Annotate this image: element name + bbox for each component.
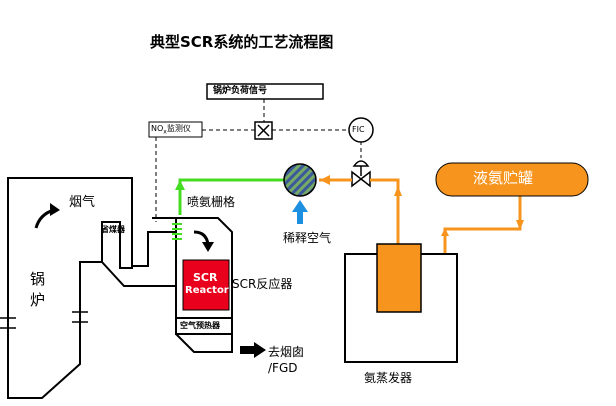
to-fgd-arrow-head xyxy=(254,342,266,358)
reactor-flow-arrow-head xyxy=(202,242,214,252)
dilution-air-arrow xyxy=(292,200,308,224)
ammonia-grid-label: 喷氨栅格 xyxy=(187,195,236,209)
economizer-label: 省煤器 xyxy=(101,225,125,234)
nox-meter-label: NOx监测仪 xyxy=(151,124,191,136)
valve-actuator xyxy=(352,160,370,167)
multiplier-x xyxy=(257,124,270,137)
ammonia-injection-grid xyxy=(172,223,182,240)
reactor-label-line2: Reactor xyxy=(185,285,229,296)
reactor-label-line1: SCR xyxy=(193,271,218,284)
flue-duct xyxy=(101,222,177,287)
evaporator-label: 氨蒸发器 xyxy=(364,371,413,385)
fic-label: FIC xyxy=(352,125,365,134)
to-fgd-label-line1: 去烟囱 xyxy=(268,345,305,359)
scr-reactor-caption: SCR反应器 xyxy=(232,277,293,291)
load-signal-label: 锅炉负荷信号 xyxy=(213,86,268,96)
flue-gas-label: 烟气 xyxy=(69,195,96,210)
flue-gas-arrow-head xyxy=(50,203,60,216)
page-title: 典型SCR系统的工艺流程图 xyxy=(150,33,334,51)
boiler-label-line1: 锅 xyxy=(30,270,46,288)
to-fgd-arrow-shaft xyxy=(240,346,254,354)
to-fgd-label-line2: /FGD xyxy=(268,361,298,375)
boiler-shell xyxy=(7,177,133,399)
scr-reactor xyxy=(182,259,230,311)
diluted-ammonia-arrowhead xyxy=(175,180,185,190)
ammonia-storage-tank xyxy=(435,162,589,197)
load-signal-box xyxy=(206,83,324,100)
signal-lines xyxy=(155,99,362,222)
air-preheater-label: 空气预热器 xyxy=(180,321,220,330)
air-preheater-hopper xyxy=(175,333,233,353)
fic-controller xyxy=(348,117,374,143)
storage-tank-label: 液氨贮罐 xyxy=(473,169,534,187)
boiler-label-line2: 炉 xyxy=(30,291,46,309)
evaporator-coil xyxy=(376,243,422,313)
air-preheater xyxy=(175,317,233,335)
air-ammonia-mixer xyxy=(283,163,317,197)
boiler-wall-ticks xyxy=(0,311,88,329)
dilution-air-label: 稀释空气 xyxy=(283,231,332,245)
